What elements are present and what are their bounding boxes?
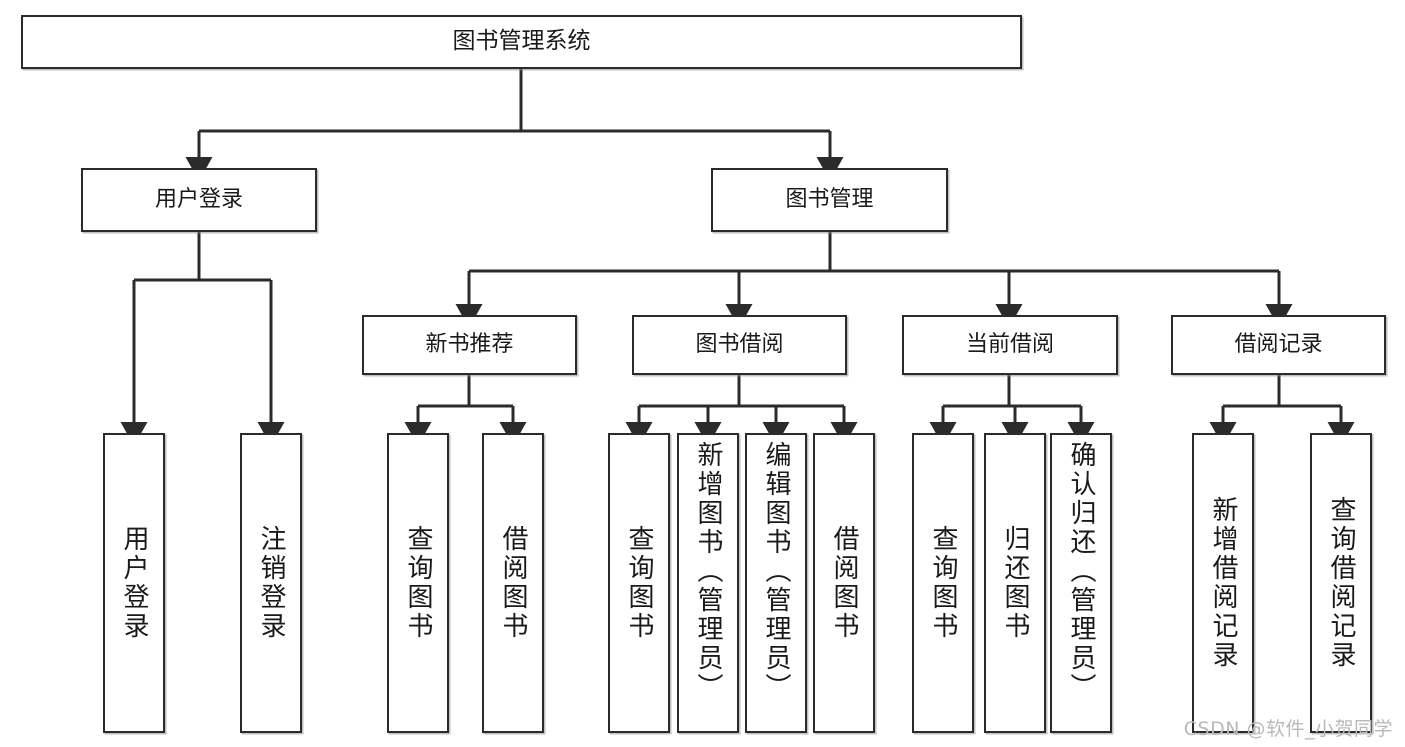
node-label: 归还图书 xyxy=(1000,525,1030,641)
node-label: 当前借阅 xyxy=(965,331,1054,357)
node-label: 借阅图书 xyxy=(829,525,859,641)
leaf-borrow-book-recommend[interactable]: 借阅图书 xyxy=(482,433,544,733)
node-new-book-recommend[interactable]: 新书推荐 xyxy=(362,315,577,375)
node-label: 注销登录 xyxy=(256,525,286,641)
node-label: 图书借阅 xyxy=(695,331,784,357)
leaf-query-borrow-record[interactable]: 查询借阅记录 xyxy=(1310,433,1372,733)
node-label: 用户登录 xyxy=(154,186,243,212)
leaf-query-book-current[interactable]: 查询图书 xyxy=(912,433,974,733)
node-label: 新增图书（管理员） xyxy=(693,441,723,702)
leaf-confirm-return-admin[interactable]: 确认归还（管理员） xyxy=(1050,433,1112,733)
leaf-add-book-admin[interactable]: 新增图书（管理员） xyxy=(677,433,739,733)
leaf-borrow-book[interactable]: 借阅图书 xyxy=(813,433,875,733)
node-label: 借阅图书 xyxy=(498,525,528,641)
node-label: 查询借阅记录 xyxy=(1326,496,1356,670)
node-label: 新书推荐 xyxy=(425,331,514,357)
node-label: 图书管理系统 xyxy=(452,28,591,55)
node-label: 查询图书 xyxy=(403,525,433,641)
node-label: 查询图书 xyxy=(624,525,654,641)
node-book-manage[interactable]: 图书管理 xyxy=(711,168,948,232)
node-root-system[interactable]: 图书管理系统 xyxy=(21,15,1022,69)
node-label: 编辑图书（管理员） xyxy=(761,441,791,702)
leaf-user-logout[interactable]: 注销登录 xyxy=(240,433,302,733)
leaf-query-book-recommend[interactable]: 查询图书 xyxy=(387,433,449,733)
node-label: 用户登录 xyxy=(119,525,149,641)
node-user-login[interactable]: 用户登录 xyxy=(81,168,317,232)
leaf-return-book[interactable]: 归还图书 xyxy=(984,433,1046,733)
leaf-edit-book-admin[interactable]: 编辑图书（管理员） xyxy=(745,433,807,733)
node-current-borrow[interactable]: 当前借阅 xyxy=(902,315,1118,375)
node-label: 借阅记录 xyxy=(1234,331,1323,357)
node-book-borrow[interactable]: 图书借阅 xyxy=(632,315,847,375)
node-label: 确认归还（管理员） xyxy=(1066,441,1096,702)
leaf-user-login[interactable]: 用户登录 xyxy=(103,433,165,733)
leaf-query-book-borrow[interactable]: 查询图书 xyxy=(608,433,670,733)
node-borrow-record[interactable]: 借阅记录 xyxy=(1171,315,1386,375)
leaf-add-borrow-record[interactable]: 新增借阅记录 xyxy=(1192,433,1254,733)
node-label: 图书管理 xyxy=(785,186,874,212)
node-label: 新增借阅记录 xyxy=(1208,496,1238,670)
node-label: 查询图书 xyxy=(928,525,958,641)
